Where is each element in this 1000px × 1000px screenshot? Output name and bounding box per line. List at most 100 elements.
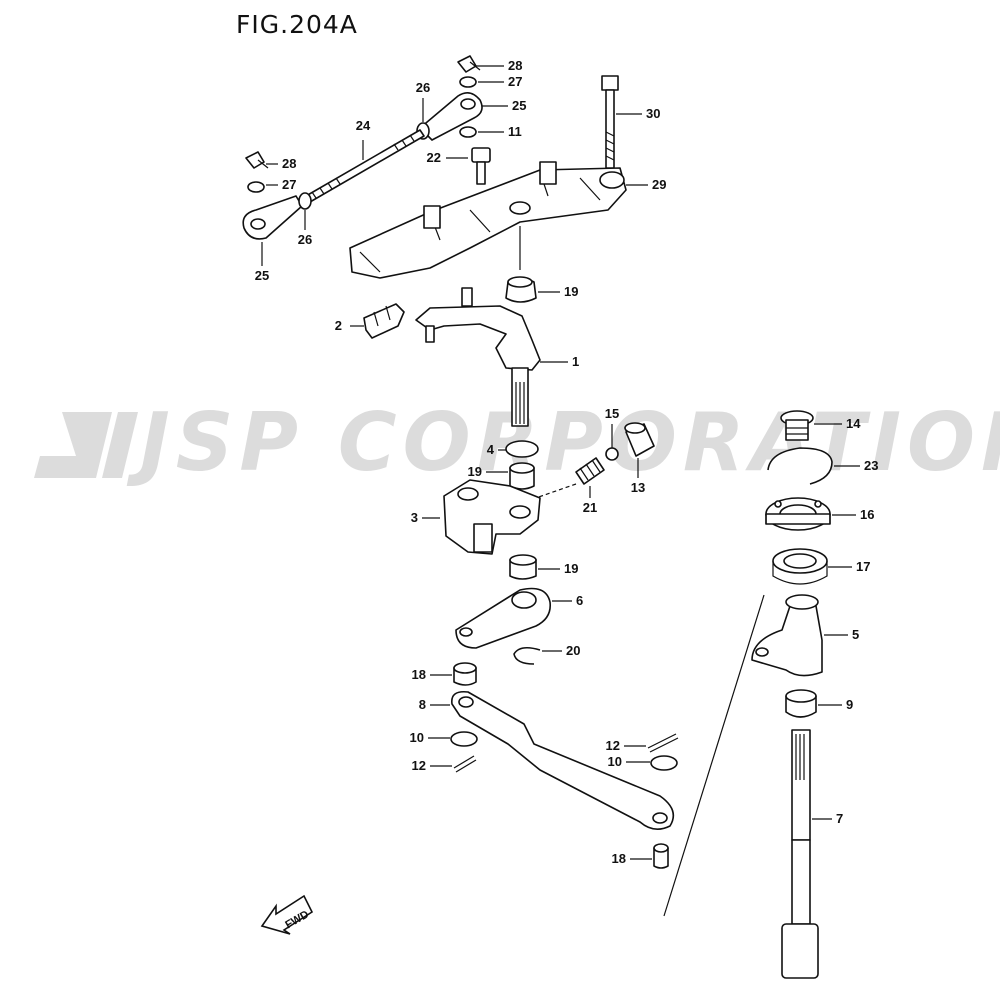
bushing-18-mid — [453, 662, 477, 686]
figure-title: FIG.204A — [236, 10, 358, 39]
clip-2 — [363, 303, 405, 339]
callout-18: 18 — [412, 667, 452, 682]
washer-27-top — [459, 76, 477, 88]
plug-14 — [780, 410, 814, 441]
callout-6: 6 — [552, 593, 583, 608]
callout-number: 2 — [335, 318, 342, 333]
callout-number: 9 — [846, 697, 853, 712]
callout-number: 18 — [412, 667, 426, 682]
callout-number: 28 — [282, 156, 296, 171]
bushing-19-top — [505, 276, 537, 303]
callout-number: 11 — [508, 124, 522, 139]
shift-rod-7 — [781, 729, 819, 979]
callout-number: 27 — [282, 177, 296, 192]
callout-11: 11 — [478, 124, 522, 139]
circlip-20 — [513, 646, 541, 665]
callout-number: 29 — [652, 177, 666, 192]
washer-11 — [459, 126, 477, 138]
callout-27: 27 — [266, 177, 296, 192]
callout-number: 18 — [612, 851, 626, 866]
callout-9: 9 — [818, 697, 853, 712]
callout-number: 28 — [508, 58, 522, 73]
callout-number: 27 — [508, 74, 522, 89]
callout-21: 21 — [583, 486, 597, 515]
watermark-logo-icon-bar — [102, 412, 138, 478]
shift-arm-1 — [415, 287, 541, 427]
callout-1: 1 — [540, 354, 579, 369]
callout-10: 10 — [608, 754, 650, 769]
callout-number: 4 — [487, 442, 495, 457]
callout-18: 18 — [612, 851, 652, 866]
cotter-pin-28-left — [245, 151, 269, 169]
washer-4 — [505, 440, 539, 458]
snap-ring-23 — [767, 447, 833, 485]
callout-number: 8 — [419, 697, 426, 712]
callout-26: 26 — [416, 80, 430, 122]
callout-number: 17 — [856, 559, 870, 574]
callout-26: 26 — [298, 210, 312, 247]
callout-2: 2 — [335, 318, 364, 333]
callout-23: 23 — [834, 458, 878, 473]
guide-line — [663, 594, 765, 917]
bushing-19-low — [509, 554, 537, 580]
callout-22: 22 — [427, 150, 468, 165]
callout-20: 20 — [542, 643, 580, 658]
bolt-22 — [471, 147, 491, 185]
callout-number: 19 — [468, 464, 482, 479]
rod-end-25-top — [419, 92, 483, 141]
callout-number: 25 — [512, 98, 526, 113]
callout-8: 8 — [419, 697, 450, 712]
callout-13: 13 — [631, 458, 645, 495]
link-8 — [451, 690, 675, 830]
bracket-29 — [349, 161, 627, 279]
ball-15 — [605, 447, 619, 461]
washer-27-left — [247, 181, 265, 193]
callout-number: 19 — [564, 561, 578, 576]
sleeve-13 — [624, 422, 655, 457]
callout-25: 25 — [255, 242, 269, 283]
spring-21 — [575, 457, 605, 485]
callout-number: 13 — [631, 480, 645, 495]
callout-number: 12 — [606, 738, 620, 753]
pin-12-left — [453, 755, 477, 773]
pin-12-right — [647, 733, 679, 753]
callout-number: 10 — [608, 754, 622, 769]
watermark: JSP CORPORATION — [34, 396, 1000, 489]
callout-19: 19 — [538, 561, 578, 576]
callout-30: 30 — [616, 106, 660, 121]
callout-number: 14 — [846, 416, 861, 431]
callout-number: 12 — [412, 758, 426, 773]
shift-lever-6 — [455, 587, 552, 649]
tie-rod-24 — [305, 129, 425, 203]
washer-10-left — [450, 731, 478, 747]
callout-number: 1 — [572, 354, 579, 369]
callout-27: 27 — [478, 74, 522, 89]
callout-17: 17 — [828, 559, 870, 574]
callout-4: 4 — [487, 442, 506, 457]
callout-28: 28 — [476, 58, 522, 73]
callout-number: 7 — [836, 811, 843, 826]
callout-14: 14 — [814, 416, 861, 431]
callout-number: 25 — [255, 268, 269, 283]
bushing-19-mid — [509, 462, 535, 490]
callout-number: 10 — [410, 730, 424, 745]
callout-24: 24 — [356, 118, 371, 160]
bearing-16 — [765, 497, 831, 531]
callout-number: 3 — [411, 510, 418, 525]
callout-number: 26 — [298, 232, 312, 247]
callout-15: 15 — [605, 406, 619, 448]
callout-number: 5 — [852, 627, 859, 642]
callout-number: 20 — [566, 643, 580, 658]
spring-axis-line — [529, 483, 577, 501]
seal-17 — [772, 548, 828, 585]
callout-number: 21 — [583, 500, 597, 515]
callout-number: 26 — [416, 80, 430, 95]
bushing-18-bottom — [653, 843, 669, 869]
watermark-logo-icon — [34, 412, 112, 478]
callout-12: 12 — [606, 738, 646, 753]
callout-12: 12 — [412, 758, 452, 773]
callout-number: 24 — [356, 118, 371, 133]
callout-25: 25 — [482, 98, 526, 113]
